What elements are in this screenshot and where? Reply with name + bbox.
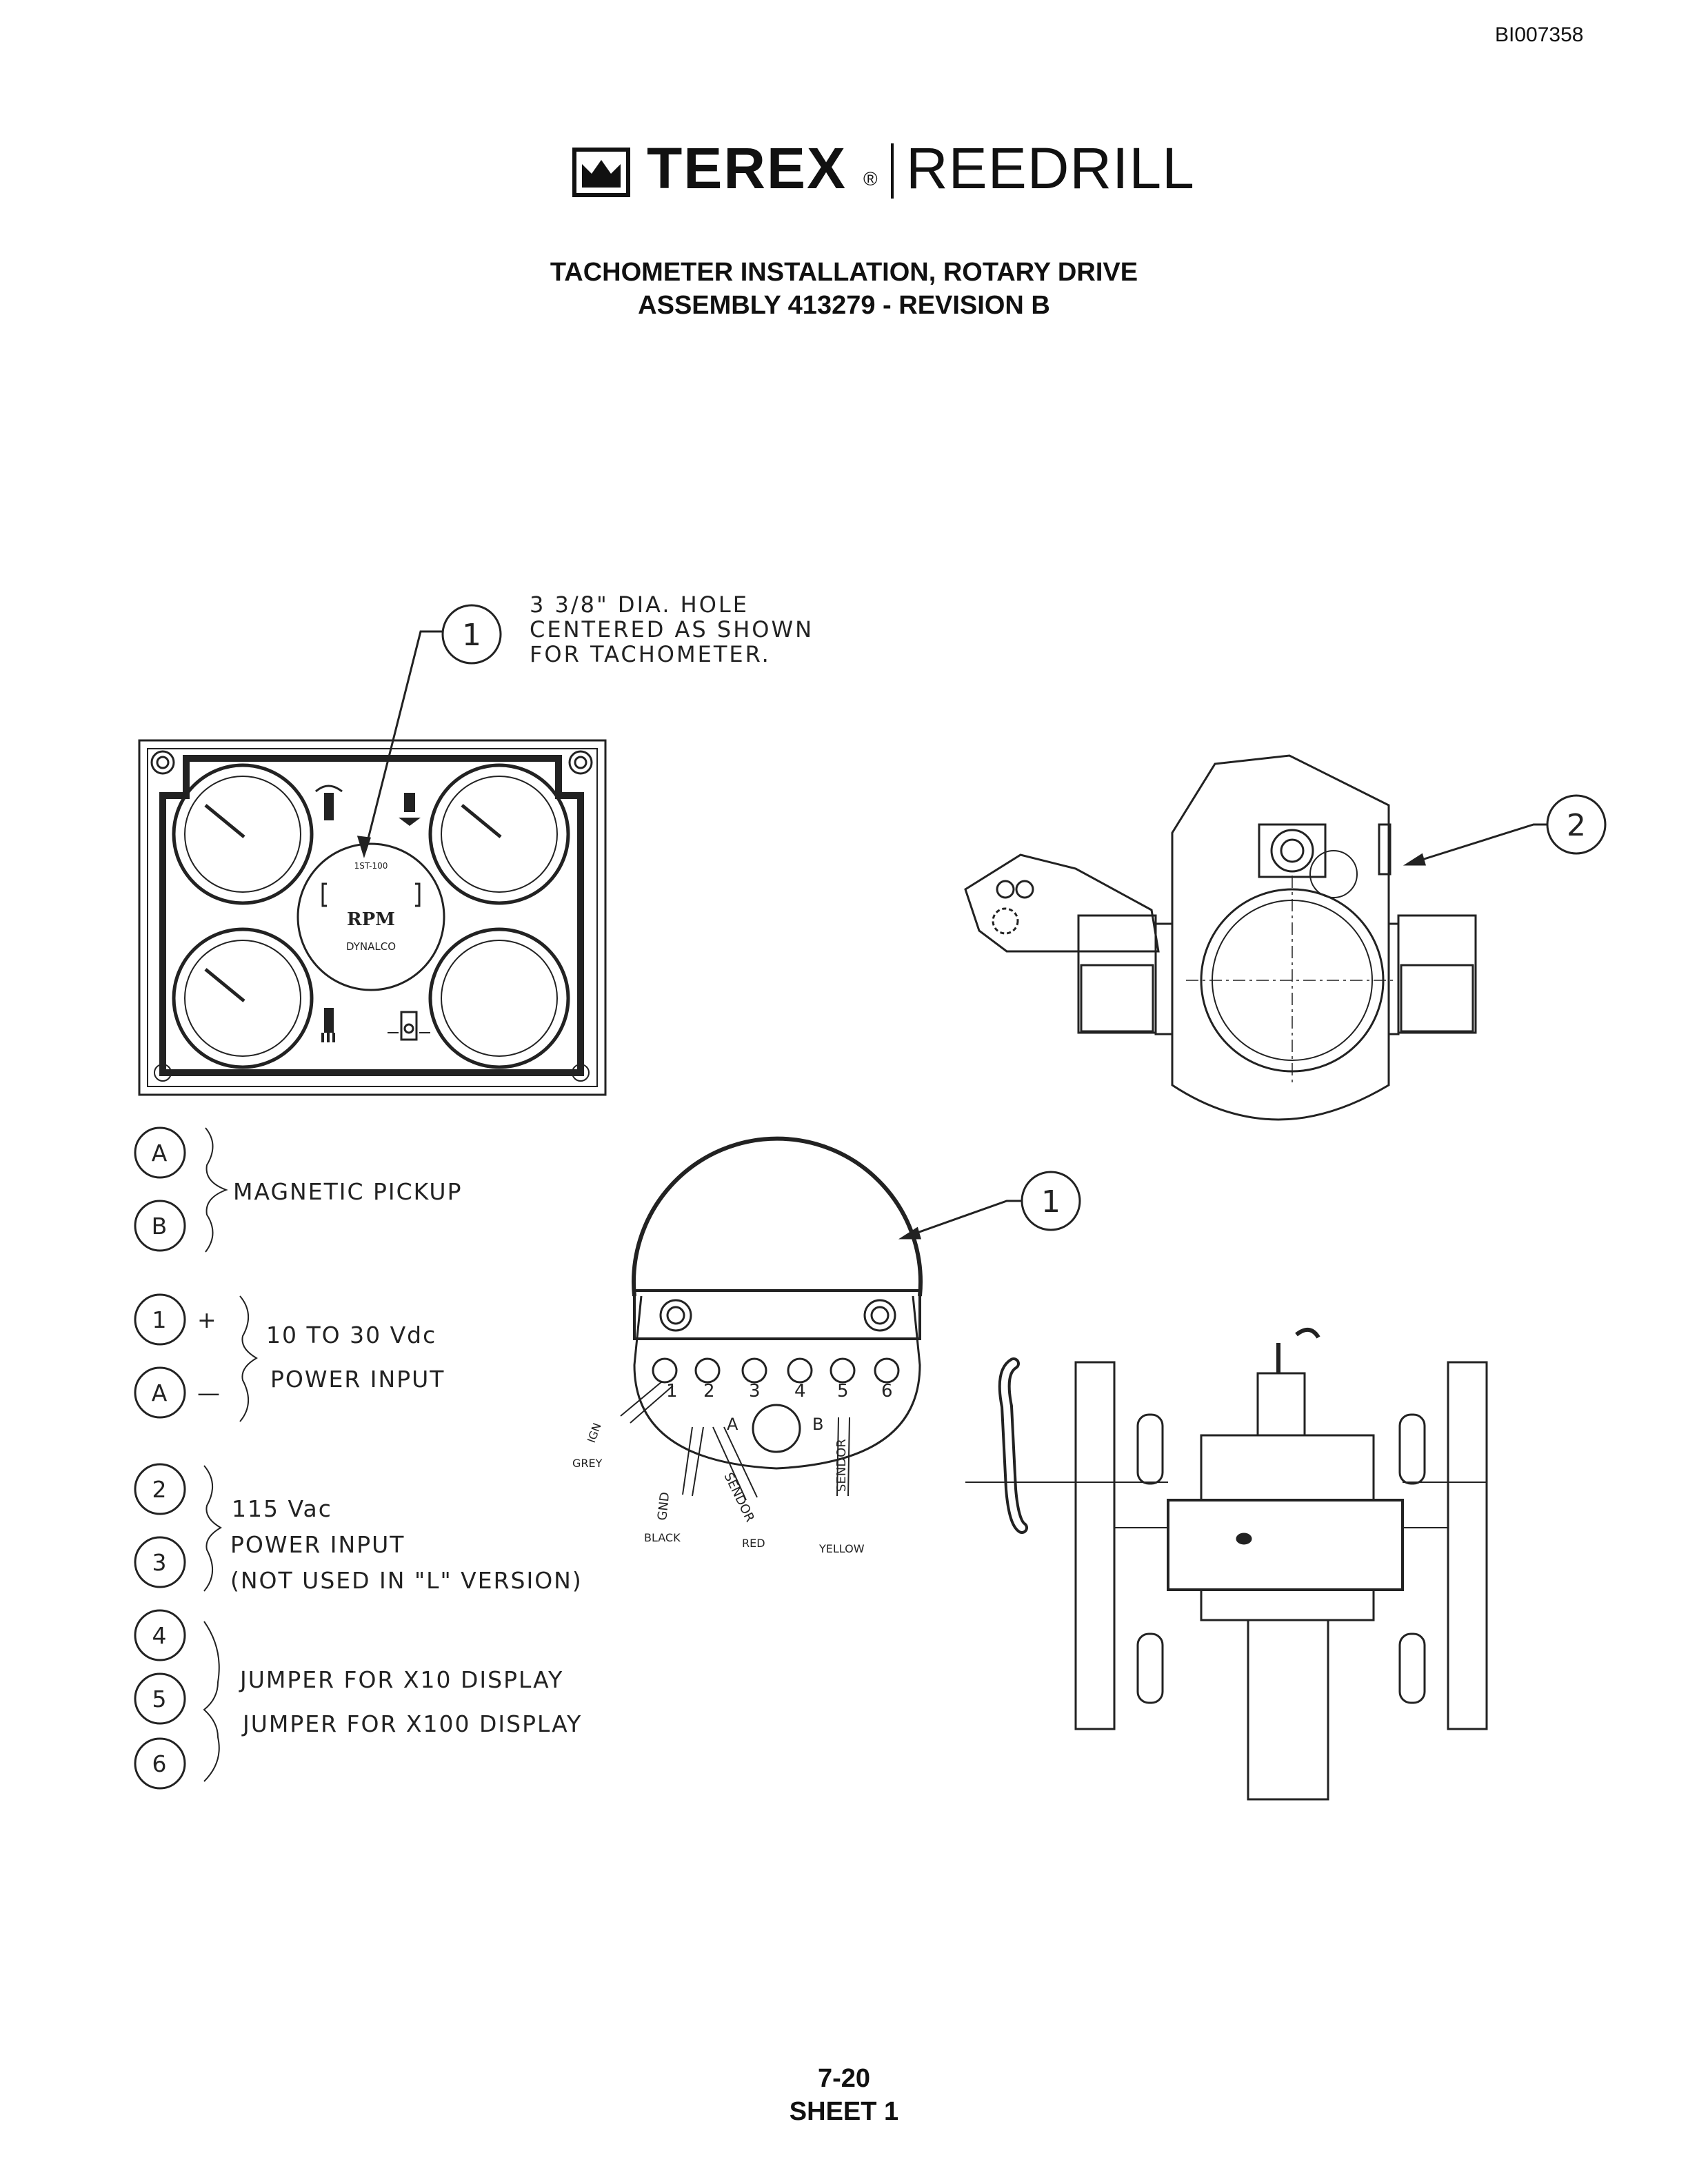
legend-5: 5 [152, 1686, 168, 1712]
brand-divider [891, 143, 894, 199]
tachometer: 1ST-100 RPM DYNALCO [297, 842, 445, 991]
wire-sendor-red: SENDOR [721, 1470, 758, 1524]
sheet-number: SHEET 1 [789, 2097, 899, 2126]
terminal-3: 3 [749, 1381, 761, 1402]
callout-sensor: 2 [1403, 794, 1607, 866]
terminal-legend: A B MAGNETIC PICKUP 1 + A — 10 TO 30 Vdc… [134, 1126, 583, 1790]
pressure-icon [321, 1008, 335, 1042]
terminal-a: A [727, 1415, 738, 1434]
legend-3: 3 [152, 1549, 168, 1576]
callout-number-mid: 1 [1041, 1184, 1061, 1220]
tach-unit: RPM [347, 909, 395, 930]
terminal-2: 2 [703, 1381, 715, 1402]
legend-4: 4 [152, 1622, 168, 1649]
legend-minus: — [197, 1379, 221, 1406]
wire-sendor-yellow: SENDOR [834, 1439, 849, 1492]
callout-number-2: 2 [1567, 808, 1586, 843]
wire-ign: IGN [585, 1422, 604, 1445]
legend-dc-line-1: 10 TO 30 Vdc [266, 1322, 436, 1348]
page-number: 7-20 [817, 2064, 871, 2093]
wire-black: BLACK [644, 1531, 681, 1544]
rotation-icon [315, 785, 343, 820]
legend-a-minus: A [152, 1379, 169, 1406]
legend-ac-line-3: (NOT USED IN "L" VERSION) [230, 1567, 583, 1594]
rotary-drive-top-view [964, 754, 1477, 1121]
fuel-icon [388, 1011, 430, 1041]
gauge-panel: 1ST-100 RPM DYNALCO [138, 739, 607, 1096]
wire-red: RED [742, 1537, 765, 1550]
legend-a: A [152, 1140, 169, 1166]
legend-ac-line-2: POWER INPUT [230, 1531, 405, 1558]
hole-note-line-2: CENTERED AS SHOWN [530, 616, 814, 643]
tach-brand: DYNALCO [346, 940, 396, 953]
hole-note-line-1: 3 3/8" DIA. HOLE [530, 592, 749, 618]
terminal-5: 5 [837, 1381, 849, 1402]
terminal-4: 4 [794, 1381, 806, 1402]
legend-ac-line-1: 115 Vac [232, 1495, 332, 1522]
legend-magnetic-pickup: MAGNETIC PICKUP [233, 1178, 462, 1205]
brand-primary: TEREX [647, 136, 847, 201]
document-id: BI007358 [1495, 23, 1584, 46]
legend-plus: + [197, 1306, 218, 1333]
wire-grey: GREY [572, 1457, 603, 1470]
terminal-1: 1 [666, 1381, 678, 1402]
wire-yellow: YELLOW [818, 1542, 865, 1555]
tach-model: 1ST-100 [354, 861, 388, 871]
brand-registered: ® [863, 168, 878, 190]
gauge-bottom-right [428, 927, 570, 1069]
legend-b: B [152, 1213, 169, 1240]
terminal-6: 6 [881, 1381, 893, 1402]
wire-gnd: GND [655, 1491, 672, 1521]
callout-number: 1 [462, 618, 481, 653]
rotary-drive-side-view [965, 1328, 1488, 1801]
callout-tach-rear: 1 [898, 1171, 1081, 1240]
drill-icon [399, 793, 421, 826]
legend-2: 2 [152, 1476, 168, 1503]
gauge-top-right [428, 763, 570, 905]
terminal-b: B [812, 1415, 823, 1434]
legend-6: 6 [152, 1750, 168, 1777]
title-line-2: ASSEMBLY 413279 - REVISION B [638, 291, 1050, 320]
brand-logo: TEREX ® REEDRILL [572, 135, 1207, 204]
gauge-bottom-left [172, 927, 314, 1069]
gauge-top-left [172, 763, 314, 905]
terex-crown-icon [572, 148, 630, 197]
legend-1: 1 [152, 1306, 168, 1333]
legend-jumper-x10: JUMPER FOR X10 DISPLAY [239, 1666, 563, 1693]
hole-note-line-3: FOR TACHOMETER. [530, 641, 771, 667]
tachometer-rear-view: 1 2 3 4 5 6 A B IGN GREY GND BLACK SENDO… [572, 1136, 923, 1555]
legend-dc-line-2: POWER INPUT [270, 1366, 445, 1393]
title-line-1: TACHOMETER INSTALLATION, ROTARY DRIVE [550, 258, 1138, 287]
callout-hole-note: 1 3 3/8" DIA. HOLE CENTERED AS SHOWN FOR… [356, 592, 814, 858]
brand-secondary: REEDRILL [906, 136, 1195, 201]
legend-jumper-x100: JUMPER FOR X100 DISPLAY [241, 1710, 582, 1737]
